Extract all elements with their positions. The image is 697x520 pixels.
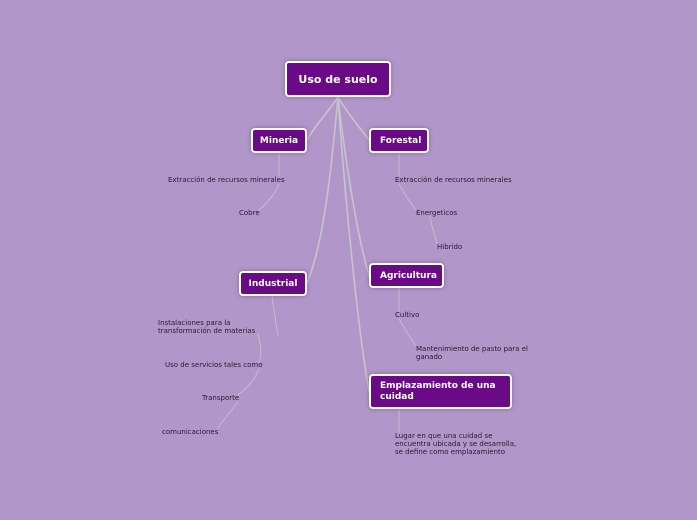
branch-node-label: Emplazamiento de una cuidad	[380, 380, 496, 402]
leaf-agricultura-pasto[interactable]: Mantenimiento de pasto para el ganado	[416, 345, 528, 361]
connector-root-emplazamiento	[337, 96, 370, 392]
connector-root-agricultura	[337, 96, 370, 276]
leaf-mineria-cobre[interactable]: Cobre	[239, 209, 260, 217]
connector-industrial-0	[271, 295, 279, 336]
leaf-forestal-energeticos[interactable]: Energeticos	[416, 209, 458, 217]
leaf-mineria-extraccion[interactable]: Extracción de recursos minerales	[168, 176, 285, 184]
leaf-industrial-transporte[interactable]: Transporte	[202, 394, 240, 402]
leaf-agricultura-cultivo[interactable]: Cultivo	[395, 311, 420, 319]
connector-forestal-1	[398, 183, 417, 211]
connector-root-forestal	[337, 96, 370, 141]
branch-node-forestal[interactable]: Forestal	[369, 128, 429, 153]
connector-root-mineria	[306, 96, 339, 141]
branch-node-label: Industrial	[248, 278, 298, 289]
leaf-industrial-servicios[interactable]: Uso de servicios tales como	[165, 361, 263, 369]
connector-industrial-2	[237, 368, 260, 396]
connector-mineria-1	[258, 183, 280, 211]
root-node-uso-de-suelo[interactable]: Uso de suelo	[285, 61, 391, 97]
branch-node-label: Agricultura	[380, 270, 437, 281]
connector-root-industrial	[306, 96, 339, 284]
leaf-industrial-comunicaciones[interactable]: comunicaciones	[162, 428, 219, 436]
branch-node-mineria[interactable]: Mineria	[251, 128, 307, 153]
connector-forestal-2	[429, 216, 438, 245]
branch-node-label: Forestal	[380, 135, 422, 146]
connector-industrial-3	[216, 401, 239, 430]
branch-node-emplazamiento[interactable]: Emplazamiento de una cuidad	[369, 374, 512, 409]
connector-industrial-1	[257, 333, 262, 363]
branch-node-industrial[interactable]: Industrial	[239, 271, 307, 296]
root-node-label: Uso de suelo	[298, 72, 378, 86]
leaf-industrial-instalaciones[interactable]: Instalaciones para la transformación de …	[158, 319, 256, 335]
leaf-forestal-extraccion[interactable]: Extracción de recursos minerales	[395, 176, 512, 184]
leaf-forestal-hibrido[interactable]: Hibrido	[437, 243, 463, 251]
connector-agricultura-1	[398, 318, 417, 347]
branch-node-label: Mineria	[259, 135, 299, 146]
leaf-emplazamiento-definicion[interactable]: Lugar en que una cuidad se encuentra ubi…	[395, 432, 517, 456]
branch-node-agricultura[interactable]: Agricultura	[369, 263, 444, 288]
